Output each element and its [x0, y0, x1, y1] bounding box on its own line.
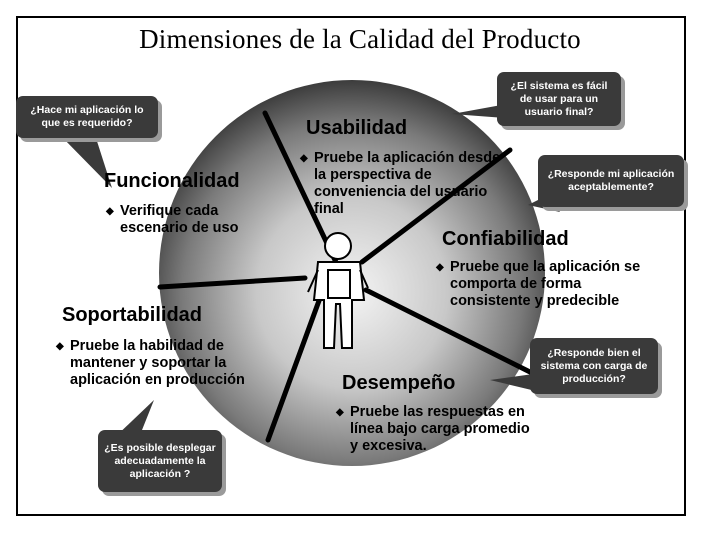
dimension-funcionalidad-desc: ◆Verifique cada escenario de uso	[106, 203, 239, 236]
bubble-usabilidad: ¿El sistema es fácil de usar para un usu…	[497, 72, 621, 126]
dimension-desempeno-desc: ◆Pruebe las respuestas en línea bajo car…	[336, 404, 530, 454]
bullet-icon: ◆	[436, 262, 444, 273]
user-figure	[307, 232, 369, 349]
dimension-confiabilidad-desc: ◆Pruebe que la aplicación se comporta de…	[436, 259, 641, 309]
divider-line	[363, 287, 533, 375]
diagram-title: Dimensiones de la Calidad del Producto	[139, 24, 581, 54]
bubble-funcionalidad: ¿Hace mi aplicación lo que es requerido?	[16, 96, 158, 138]
bullet-icon: ◆	[106, 206, 114, 217]
dimension-funcionalidad-title: Funcionalidad	[104, 170, 240, 192]
bubble-desempeno: ¿Responde bien el sistema con carga de p…	[530, 338, 658, 394]
bubble-tail-funcionalidad	[60, 135, 112, 188]
divider-line	[265, 295, 323, 443]
segment-dividers	[157, 110, 533, 443]
dimension-usabilidad-desc: ◆Pruebe la aplicación desde la perspecti…	[300, 150, 501, 217]
dimension-confiabilidad-title: Confiabilidad	[442, 228, 569, 250]
bullet-icon: ◆	[56, 341, 64, 352]
bullet-icon: ◆	[336, 407, 344, 418]
dimension-soportabilidad-desc: ◆Pruebe la habilidad de mantener y sopor…	[56, 338, 245, 388]
divider-line	[359, 147, 513, 265]
bubble-confiabilidad: ¿Responde mi aplicación aceptablemente?	[538, 155, 684, 207]
dimension-desempeno-title: Desempeño	[342, 372, 456, 394]
dimension-usabilidad-title: Usabilidad	[306, 117, 408, 139]
bullet-icon: ◆	[300, 153, 308, 164]
divider-line	[157, 275, 308, 290]
bubble-soportabilidad: ¿Es posible desplegar adecuadamente la a…	[98, 430, 222, 492]
dimension-soportabilidad-title: Soportabilidad	[62, 304, 202, 326]
